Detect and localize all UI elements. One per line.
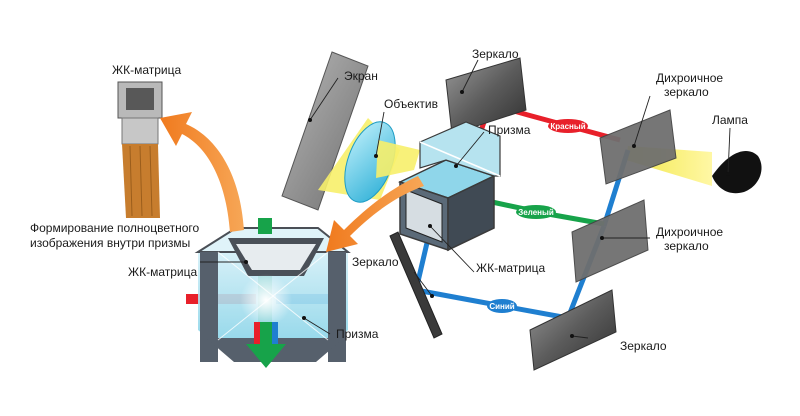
label-lcd-middle: ЖК-матрица — [476, 261, 545, 275]
label-lamp: Лампа — [712, 113, 748, 127]
label-mirror-left: Зеркало — [352, 255, 399, 269]
prism-green-beam-top — [258, 218, 272, 234]
prism-output-red-stripe — [254, 322, 260, 344]
svg-text:Зеленый: Зеленый — [518, 208, 554, 217]
label-dichroic-top-2: зеркало — [664, 85, 709, 99]
label-mirror-top: Зеркало — [472, 47, 519, 61]
label-lens: Объектив — [384, 97, 438, 111]
orange-arrow-to-lcd — [160, 112, 244, 232]
label-lcd-chip: ЖК-матрица — [112, 63, 181, 77]
red-beam-label: Красный — [548, 119, 588, 133]
label-dichroic-top-1: Дихроичное — [656, 71, 723, 85]
prism-cube-middle — [398, 121, 501, 252]
label-formation-2: изображения внутри призмы — [30, 236, 190, 250]
lamp — [712, 150, 762, 194]
leader-lines — [200, 59, 731, 339]
lens-light-beam — [376, 140, 420, 178]
label-dichroic-middle-2: зеркало — [664, 239, 709, 253]
label-mirror-bottom: Зеркало — [620, 339, 667, 353]
projection-screen — [281, 51, 369, 211]
orange-arrow-from-prism — [326, 176, 424, 252]
svg-text:Красный: Красный — [550, 122, 585, 131]
mirror-bottom — [529, 289, 617, 371]
mirror-left — [389, 231, 443, 339]
label-screen: Экран — [344, 69, 378, 83]
prism-white-light-glow — [240, 274, 292, 326]
label-prism-bottom: Призма — [336, 327, 379, 341]
mirror-top — [445, 57, 527, 135]
label-prism-middle: Призма — [488, 123, 531, 137]
dichroic-mirror-middle — [571, 199, 649, 283]
green-beam-label: Зеленый — [516, 205, 556, 219]
svg-text:Синий: Синий — [489, 302, 514, 311]
label-formation-1: Формирование полноцветного — [30, 221, 200, 235]
prism-output-blue-stripe — [272, 322, 278, 344]
blue-beam-label: Синий — [487, 299, 517, 313]
lcd-chip — [117, 81, 163, 218]
label-lcd-left: ЖК-матрица — [128, 265, 197, 279]
dichroic-mirror-top — [599, 109, 677, 185]
label-dichroic-middle-1: Дихроичное — [656, 225, 723, 239]
